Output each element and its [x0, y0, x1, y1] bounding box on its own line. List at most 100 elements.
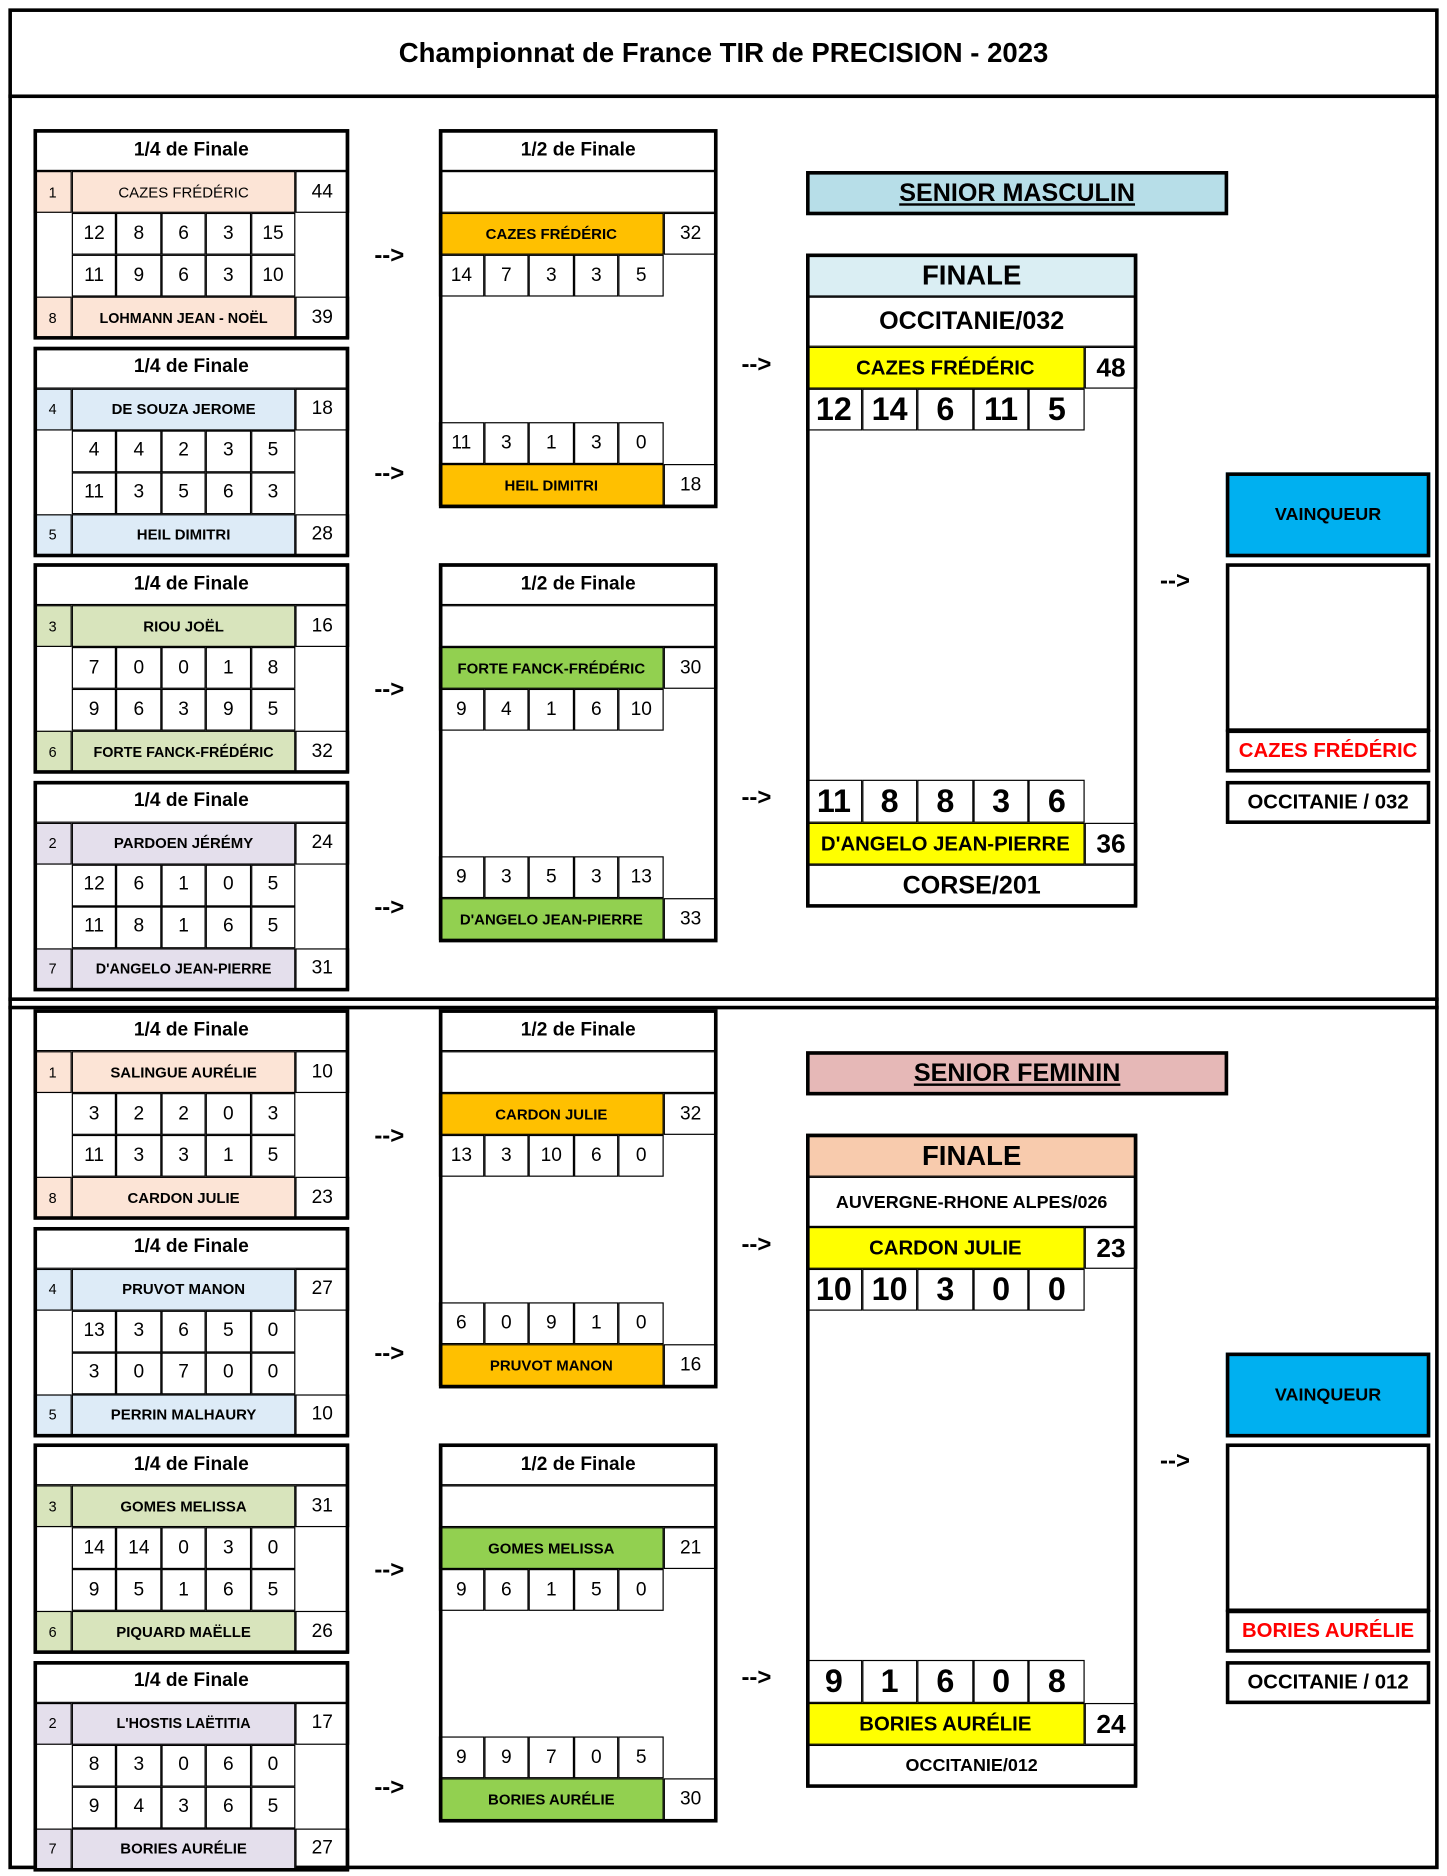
end-score: 0 [205, 864, 251, 906]
seed-number: 1 [33, 1051, 72, 1094]
end-score: 11 [71, 254, 117, 297]
end-score: 0 [250, 1744, 296, 1787]
final-end-score: 8 [917, 779, 974, 823]
end-score: 11 [438, 422, 484, 465]
player-total: 27 [295, 1268, 350, 1311]
seed-number: 8 [33, 1176, 72, 1219]
end-score: 0 [618, 1302, 664, 1345]
blank-cell [33, 647, 71, 731]
final-end-score: 3 [973, 779, 1029, 823]
end-score: 14 [71, 1527, 117, 1570]
blank-cell [33, 1310, 71, 1394]
end-score: 6 [205, 905, 251, 948]
winner-header: VAINQUEUR [1225, 1352, 1431, 1438]
end-score: 9 [71, 1786, 117, 1828]
end-score: 6 [205, 1569, 251, 1611]
end-score: 13 [71, 1310, 117, 1352]
end-score: 3 [116, 1744, 162, 1787]
end-score: 6 [161, 1310, 206, 1352]
end-score: 8 [250, 646, 296, 689]
quarter-final-header: 1/4 de Finale [33, 129, 350, 172]
arrow-icon: --> [374, 676, 405, 704]
end-score: 0 [618, 1569, 664, 1611]
end-score: 1 [573, 1302, 619, 1345]
seed-number: 7 [33, 947, 72, 990]
winner-region: OCCITANIE / 012 [1225, 1661, 1431, 1705]
arrow-icon: --> [741, 351, 772, 378]
player-total: 16 [295, 605, 350, 647]
end-score: 3 [71, 1093, 117, 1135]
player-name: SALINGUE AURÉLIE [71, 1051, 296, 1094]
end-score: 6 [205, 471, 251, 514]
end-score: 4 [71, 429, 117, 472]
blank-cell [438, 1485, 718, 1528]
winner-name: CAZES FRÉDÉRIC [1225, 729, 1431, 773]
finalist-name: CAZES FRÉDÉRIC [806, 346, 1085, 389]
end-score: 1 [528, 422, 574, 465]
player-total: 31 [295, 947, 350, 990]
seed-number: 2 [33, 1702, 72, 1745]
seed-number: 5 [33, 513, 72, 556]
player-name: BORIES AURÉLIE [71, 1827, 296, 1870]
player-total: 30 [663, 646, 718, 689]
end-score: 3 [116, 1310, 162, 1352]
quarter-final-header: 1/4 de Finale [33, 346, 350, 389]
end-score: 9 [438, 1569, 484, 1611]
end-score: 9 [438, 688, 484, 731]
title-divider [8, 94, 1439, 99]
finalist-total: 36 [1084, 822, 1138, 865]
end-score: 2 [161, 1093, 206, 1135]
end-score: 0 [161, 1527, 206, 1570]
end-score: 3 [116, 1134, 162, 1177]
finalist-total: 23 [1084, 1226, 1138, 1269]
player-name: CAZES FRÉDÉRIC [71, 171, 296, 213]
end-score: 3 [573, 422, 619, 465]
end-score: 3 [71, 1351, 117, 1394]
final-end-score: 12 [806, 388, 862, 431]
end-score: 6 [116, 864, 162, 906]
player-name: GOMES MELISSA [438, 1527, 664, 1570]
final-end-score: 8 [1028, 1659, 1085, 1703]
final-end-score: 0 [973, 1268, 1029, 1311]
end-score: 8 [116, 212, 162, 255]
end-score: 5 [250, 905, 296, 948]
finalist-total: 24 [1084, 1702, 1138, 1745]
end-score: 6 [573, 688, 619, 731]
final-end-score: 9 [806, 1659, 862, 1703]
quarter-final-header: 1/4 de Finale [33, 780, 350, 823]
seed-number: 1 [33, 171, 72, 213]
player-name: PERRIN MALHAURY [71, 1393, 296, 1436]
winner-blank [1225, 1443, 1431, 1613]
end-score: 3 [161, 1786, 206, 1828]
end-score: 5 [573, 1569, 619, 1611]
end-score: 14 [438, 254, 484, 297]
final-end-score: 10 [861, 1268, 918, 1311]
finalist-region: AUVERGNE-RHONE ALPES/026 [806, 1176, 1138, 1227]
player-total: 33 [663, 898, 718, 940]
end-score: 4 [116, 1786, 162, 1828]
end-score: 10 [250, 254, 296, 297]
player-name: PRUVOT MANON [71, 1268, 296, 1311]
end-score: 0 [205, 1093, 251, 1135]
end-score: 9 [483, 1736, 529, 1779]
quarter-final-header: 1/4 de Finale [33, 1443, 350, 1486]
blank-cell [295, 1527, 349, 1611]
end-score: 5 [618, 254, 664, 297]
winner-region: OCCITANIE / 032 [1225, 780, 1431, 824]
end-score: 3 [573, 856, 619, 899]
end-score: 0 [250, 1310, 296, 1352]
end-score: 6 [573, 1134, 619, 1177]
winner-name: BORIES AURÉLIE [1225, 1609, 1431, 1653]
end-score: 3 [205, 212, 251, 255]
player-name: LOHMANN JEAN - NOËL [71, 296, 296, 339]
finalist-region: OCCITANIE/032 [806, 296, 1138, 347]
end-score: 0 [483, 1302, 529, 1345]
arrow-icon: --> [374, 459, 405, 487]
blank-cell [295, 1744, 349, 1828]
end-score: 8 [116, 905, 162, 948]
player-total: 18 [295, 388, 350, 430]
end-score: 5 [161, 471, 206, 514]
final-header: FINALE [806, 253, 1138, 297]
player-total: 21 [663, 1527, 718, 1570]
blank-cell [33, 1744, 71, 1828]
